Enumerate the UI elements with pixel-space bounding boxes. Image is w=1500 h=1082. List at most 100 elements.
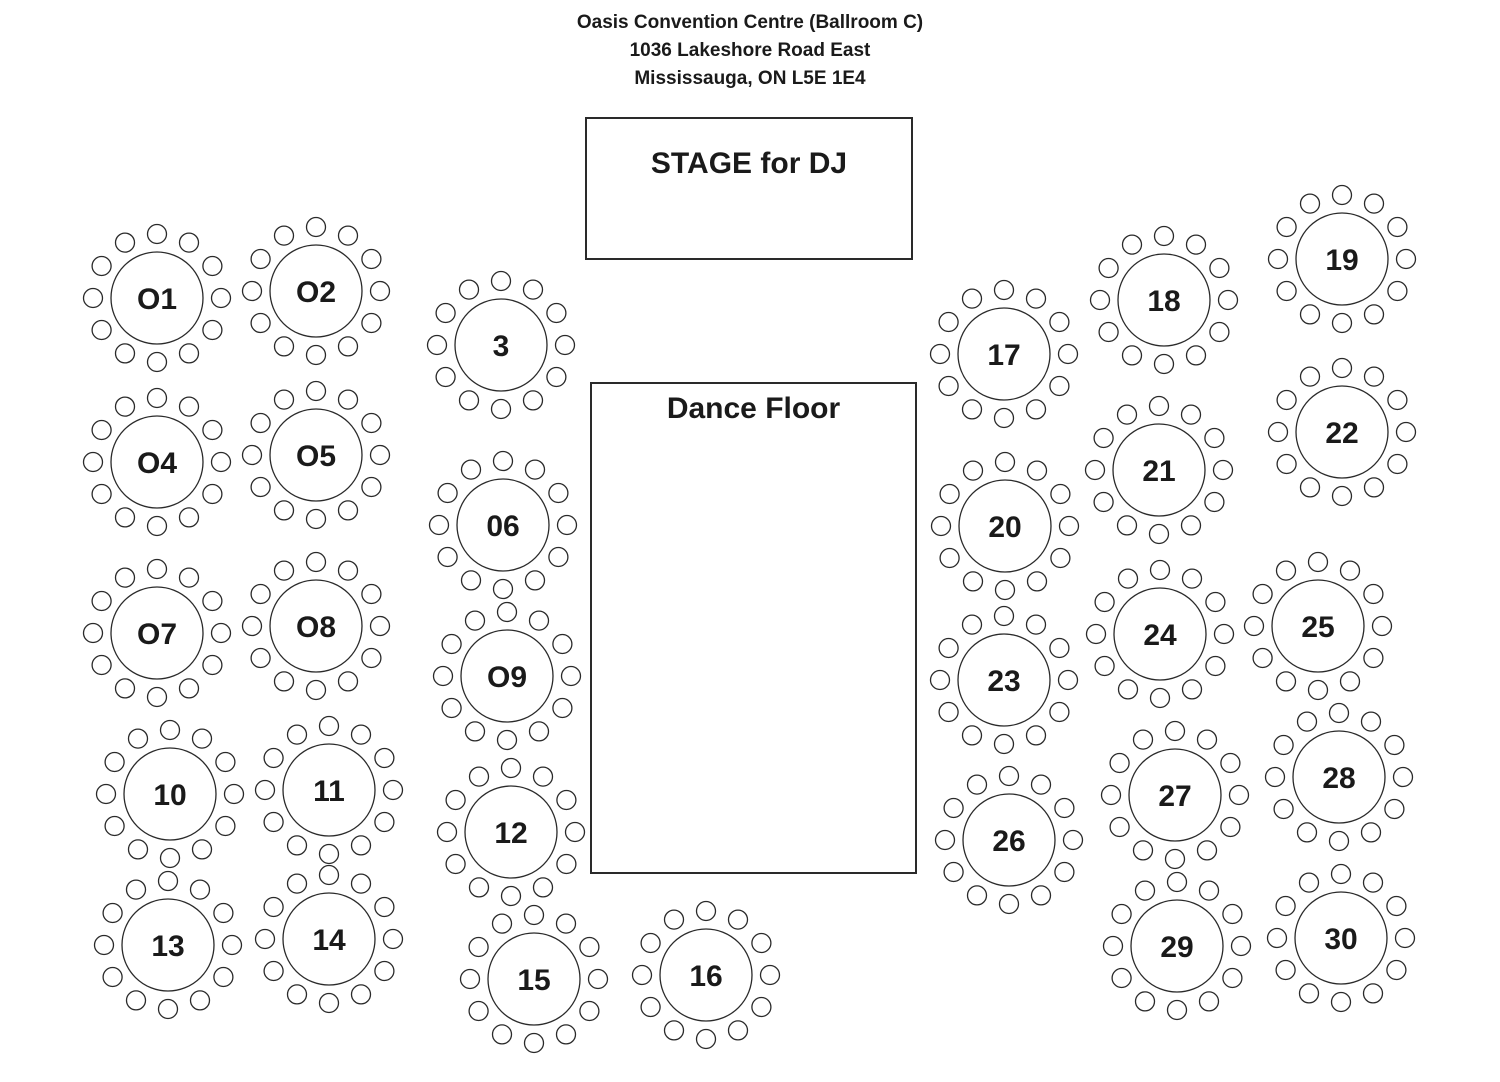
chair <box>938 311 959 333</box>
chair <box>146 223 168 245</box>
chair <box>1275 895 1296 917</box>
chair <box>560 665 582 687</box>
table-number: 14 <box>312 924 346 957</box>
stage-label: STAGE for DJ <box>650 147 848 180</box>
chair <box>1185 234 1207 255</box>
chair <box>1387 453 1408 475</box>
chair <box>1330 863 1352 885</box>
chair <box>552 633 573 655</box>
chair <box>1181 679 1203 700</box>
chair <box>146 558 168 580</box>
chair <box>263 747 284 769</box>
chair <box>1149 687 1171 709</box>
table-number: 29 <box>1160 931 1193 964</box>
chair <box>436 821 458 843</box>
chair <box>524 570 546 591</box>
chair <box>1025 399 1047 420</box>
chair <box>1057 669 1079 691</box>
chair <box>241 444 263 466</box>
table-24: 24 <box>1085 559 1235 709</box>
chair <box>1394 927 1416 949</box>
chair <box>286 984 308 1005</box>
chair <box>1276 453 1297 475</box>
chair <box>273 389 295 410</box>
chair <box>361 312 382 334</box>
chair <box>350 984 372 1005</box>
chair <box>1360 711 1382 732</box>
chair <box>191 728 213 749</box>
table-number: 10 <box>153 779 186 812</box>
chair <box>254 779 276 801</box>
chair <box>491 913 513 934</box>
chair <box>273 560 295 581</box>
chair <box>929 669 951 691</box>
chair <box>1100 784 1122 806</box>
chair <box>1395 421 1417 443</box>
table-number: 16 <box>689 960 722 993</box>
chair <box>532 877 554 898</box>
chair <box>1222 967 1243 989</box>
chair <box>1267 421 1289 443</box>
chair <box>369 444 391 466</box>
table-top <box>1113 587 1207 681</box>
chair <box>213 966 234 988</box>
chair <box>1299 366 1321 387</box>
chair <box>961 614 983 635</box>
chair <box>1363 647 1384 669</box>
chair <box>1267 248 1289 270</box>
chair <box>579 1000 600 1022</box>
chair <box>1299 477 1321 498</box>
chair <box>157 870 179 892</box>
table-top <box>958 479 1052 573</box>
table-13: 13 <box>93 870 243 1020</box>
table-top <box>659 928 753 1022</box>
chair <box>146 686 168 708</box>
chair <box>1276 280 1297 302</box>
chair <box>1384 734 1405 756</box>
table-number: O4 <box>137 447 177 480</box>
chair <box>1025 614 1047 635</box>
table-O2: O2 <box>241 216 391 366</box>
table-number: 28 <box>1322 762 1355 795</box>
chair <box>1386 895 1407 917</box>
chair <box>91 654 112 676</box>
chair <box>993 407 1015 429</box>
chair <box>241 615 263 637</box>
chair <box>305 380 327 402</box>
chair <box>492 578 514 600</box>
chair <box>492 450 514 472</box>
chair <box>1180 404 1202 425</box>
chair <box>961 725 983 746</box>
chair <box>273 671 295 692</box>
chair <box>91 255 112 277</box>
chair <box>522 279 544 300</box>
table-number: O7 <box>137 618 177 651</box>
chair <box>82 287 104 309</box>
chair <box>939 547 960 569</box>
chair <box>1331 312 1353 334</box>
chair <box>1243 615 1265 637</box>
chair <box>82 451 104 473</box>
chair <box>993 279 1015 301</box>
chair <box>751 996 772 1018</box>
chair <box>1049 637 1070 659</box>
table-O9: O9 <box>432 601 582 751</box>
chair <box>1026 571 1048 592</box>
chair <box>1330 991 1352 1013</box>
chair <box>82 622 104 644</box>
chair <box>1363 193 1385 214</box>
chair <box>500 757 522 779</box>
chair <box>178 678 200 699</box>
chair <box>1049 701 1070 723</box>
table-top <box>464 785 558 879</box>
chair <box>1212 459 1234 481</box>
chair <box>263 811 284 833</box>
chair <box>91 419 112 441</box>
chair <box>1116 404 1138 425</box>
chair <box>1132 729 1154 750</box>
chair <box>202 319 223 341</box>
chair <box>998 893 1020 915</box>
chair <box>929 343 951 365</box>
table-top <box>110 586 204 680</box>
table-number: 18 <box>1147 285 1180 318</box>
